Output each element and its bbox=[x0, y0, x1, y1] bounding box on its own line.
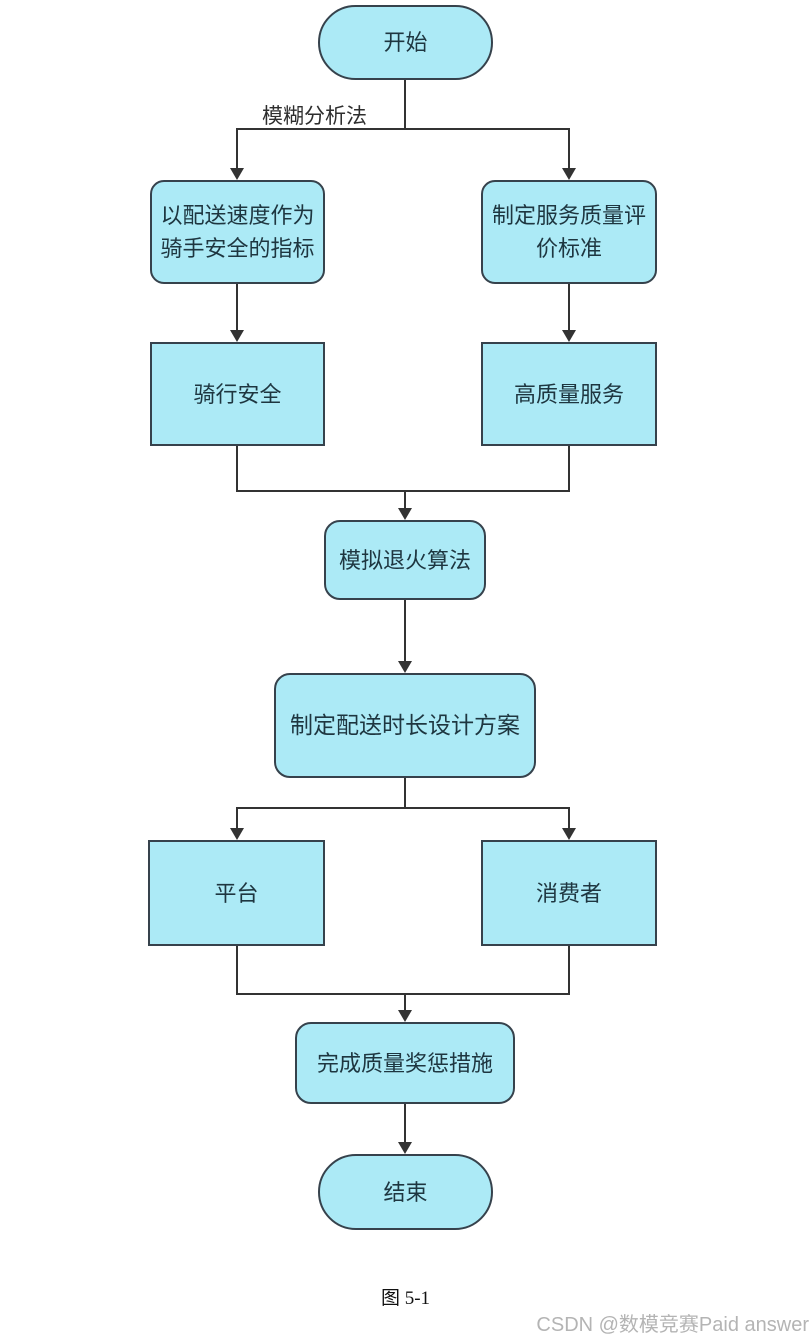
figure-caption: 图 5-1 bbox=[380, 1288, 431, 1309]
connector-merge-top bbox=[236, 490, 570, 492]
connector-merge-to-annealing bbox=[404, 490, 406, 509]
connector-split2-top bbox=[236, 807, 570, 809]
connector-annealing-to-plan bbox=[404, 600, 406, 662]
flow-node-reward-punishment: 完成质量奖惩措施 bbox=[295, 1022, 515, 1104]
connector-plan-down bbox=[404, 778, 406, 809]
connector-split-right-down bbox=[568, 128, 570, 169]
flow-node-service-standard: 制定服务质量评 价标准 bbox=[481, 180, 657, 284]
connector-split-left-down bbox=[236, 128, 238, 169]
connector-quality-down bbox=[568, 446, 570, 492]
arrowhead-annealing-icon bbox=[398, 508, 412, 520]
arrowhead-end-icon bbox=[398, 1142, 412, 1154]
connector-platform-down bbox=[236, 946, 238, 995]
connector-merge2-top bbox=[236, 993, 570, 995]
flow-node-start: 开始 bbox=[318, 5, 493, 80]
arrowhead-reward-punishment-icon bbox=[398, 1010, 412, 1022]
flow-node-end: 结束 bbox=[318, 1154, 493, 1230]
arrowhead-quality-service-icon bbox=[562, 330, 576, 342]
flow-node-riding-safety: 骑行安全 bbox=[150, 342, 325, 446]
connector-start-down bbox=[404, 80, 406, 130]
connector-split-top bbox=[236, 128, 570, 130]
connector-standard-to-quality bbox=[568, 284, 570, 331]
arrowhead-riding-safety-icon bbox=[230, 330, 244, 342]
csdn-watermark: CSDN @数模竞赛Paid answer bbox=[536, 1314, 809, 1336]
arrowhead-speed-indicator-icon bbox=[230, 168, 244, 180]
arrowhead-consumer-icon bbox=[562, 828, 576, 840]
connector-split2-right-down bbox=[568, 807, 570, 829]
edge-label-fuzzy-analysis: 模糊分析法 bbox=[262, 105, 367, 128]
connector-split2-left-down bbox=[236, 807, 238, 829]
flow-node-delivery-plan: 制定配送时长设计方案 bbox=[274, 673, 536, 778]
connector-measures-to-end bbox=[404, 1104, 406, 1143]
flow-node-platform: 平台 bbox=[148, 840, 325, 946]
flow-node-consumer: 消费者 bbox=[481, 840, 657, 946]
flow-node-speed-indicator: 以配送速度作为 骑手安全的指标 bbox=[150, 180, 325, 284]
arrowhead-delivery-plan-icon bbox=[398, 661, 412, 673]
connector-merge2-to-measures bbox=[404, 993, 406, 1012]
connector-consumer-down bbox=[568, 946, 570, 995]
arrowhead-service-standard-icon bbox=[562, 168, 576, 180]
connector-safety-down bbox=[236, 446, 238, 492]
flow-node-quality-service: 高质量服务 bbox=[481, 342, 657, 446]
flow-node-annealing: 模拟退火算法 bbox=[324, 520, 486, 600]
arrowhead-platform-icon bbox=[230, 828, 244, 840]
connector-speed-to-safety bbox=[236, 284, 238, 331]
